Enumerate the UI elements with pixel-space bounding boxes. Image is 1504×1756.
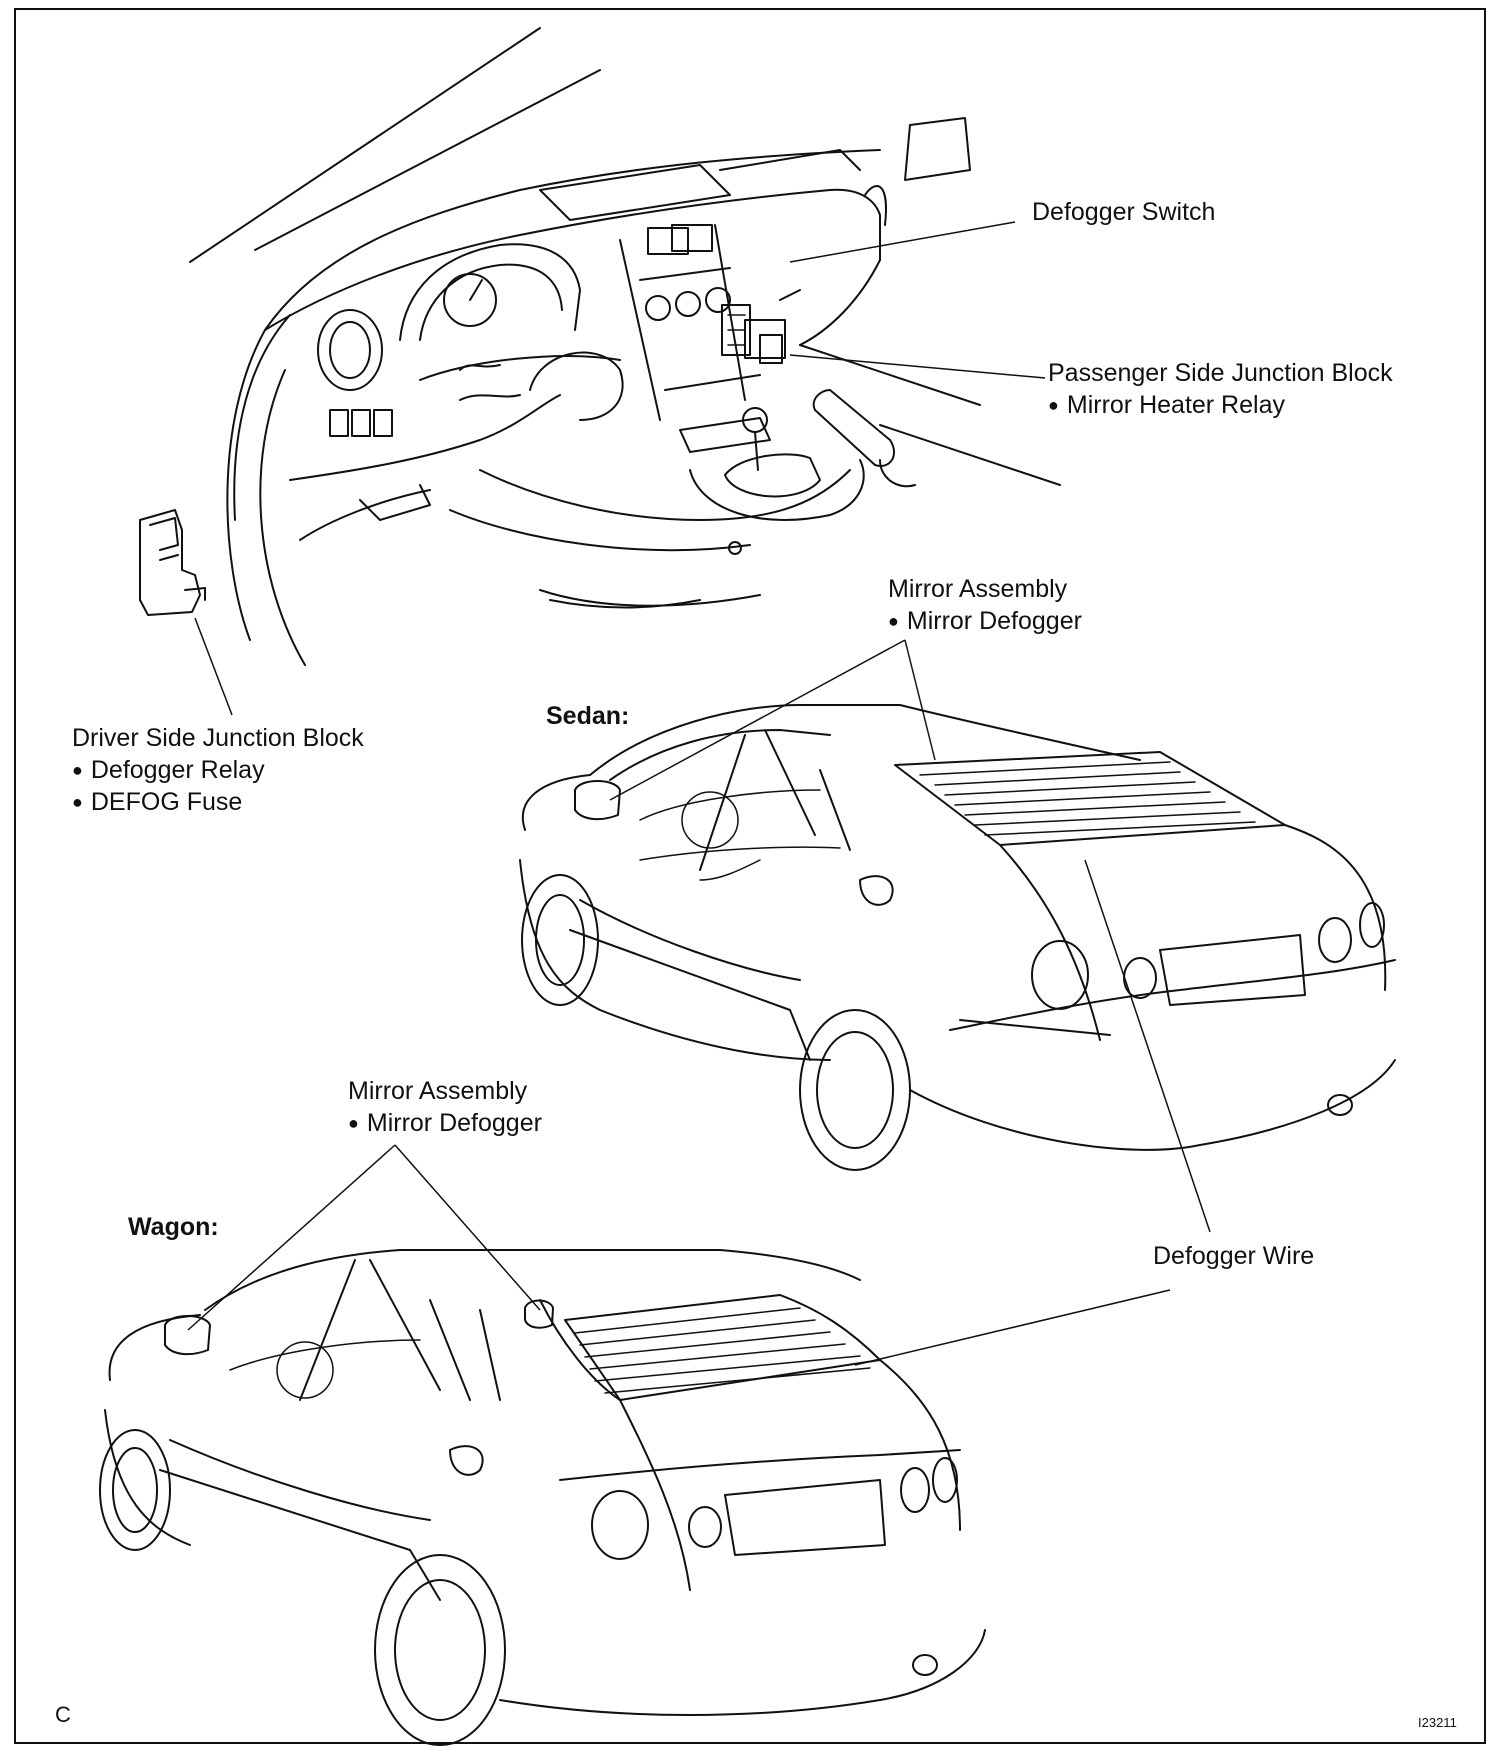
- mirror-heater-relay-label: Mirror Heater Relay: [1048, 389, 1285, 421]
- leader-lines: [187, 221, 1211, 1366]
- sedan-illustration: [519, 704, 1396, 1171]
- defog-fuse-label: DEFOG Fuse: [72, 786, 242, 818]
- driver-junction-block-label: Driver Side Junction Block: [72, 724, 364, 752]
- corner-letter: C: [55, 1702, 71, 1727]
- defogger-switch-label: Defogger Switch: [1032, 198, 1216, 226]
- defogger-relay-label: Defogger Relay: [72, 754, 265, 786]
- wagon-header: Wagon:: [128, 1213, 219, 1241]
- sedan-mirror-assembly-label: Mirror Assembly: [888, 575, 1068, 603]
- defogger-wire-label: Defogger Wire: [1153, 1242, 1315, 1270]
- figure-frame: [14, 8, 1486, 1744]
- figure-id: I23211: [1418, 1715, 1457, 1730]
- sedan-header: Sedan:: [546, 702, 630, 730]
- wagon-illustration: [99, 1249, 986, 1746]
- wagon-mirror-assembly-label: Mirror Assembly: [348, 1077, 528, 1105]
- passenger-junction-block-label: Passenger Side Junction Block: [1048, 359, 1393, 387]
- sedan-mirror-defogger-label: Mirror Defogger: [888, 605, 1082, 637]
- wagon-mirror-defogger-label: Mirror Defogger: [348, 1107, 542, 1139]
- dashboard-illustration: [189, 27, 1061, 666]
- driver-junction-block-icon: [139, 509, 206, 616]
